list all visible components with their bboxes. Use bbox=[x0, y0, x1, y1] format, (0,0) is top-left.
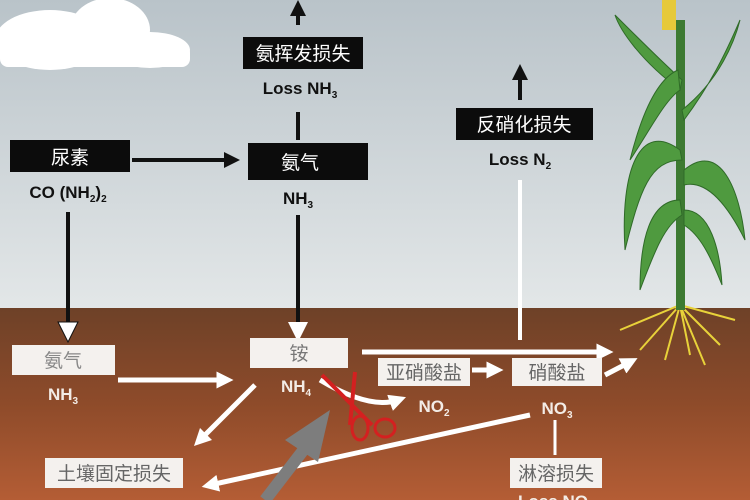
node-label: 氨挥发损失 bbox=[255, 43, 350, 65]
soil-ammonia-node: 氨气 NH3 bbox=[12, 345, 115, 407]
nitrate-node: 硝酸盐 NO3 bbox=[512, 358, 602, 421]
node-formula: CO (NH2)2 bbox=[29, 183, 107, 205]
node-formula: NH4 bbox=[281, 377, 312, 399]
scissors-icon bbox=[320, 371, 397, 442]
node-formula: NH3 bbox=[283, 189, 314, 211]
node-label: 氨气 bbox=[281, 152, 319, 174]
soil-fixation-node: 土壤固定损失 bbox=[45, 458, 183, 488]
denitrification-node: 反硝化损失 Loss N2 bbox=[456, 108, 593, 172]
node-label: 铵 bbox=[289, 343, 308, 365]
node-label: 硝酸盐 bbox=[528, 362, 585, 384]
node-label: 氨气 bbox=[44, 350, 82, 372]
ammonia-gas-node: 氨气 NH3 bbox=[248, 143, 368, 211]
node-formula: Loss N2 bbox=[489, 150, 552, 172]
node-formula: NO2 bbox=[418, 397, 450, 419]
urea-node: 尿素 CO (NH2)2 bbox=[10, 140, 130, 205]
node-label: 反硝化损失 bbox=[476, 114, 571, 136]
node-label: 亚硝酸盐 bbox=[386, 362, 462, 384]
atmosphere-arrows bbox=[66, 0, 528, 340]
node-label: 土壤固定损失 bbox=[57, 463, 171, 485]
corn-plant bbox=[614, 0, 746, 366]
node-formula: Loss NO bbox=[518, 492, 588, 500]
ammonia-volatilization-node: 氨挥发损失 Loss NH3 bbox=[243, 37, 363, 101]
inhibitor-arrow bbox=[260, 410, 330, 500]
ammonium-node: 铵 NH4 bbox=[250, 338, 348, 399]
node-label: 淋溶损失 bbox=[518, 463, 594, 485]
node-formula: Loss NH3 bbox=[263, 79, 338, 101]
cloud bbox=[0, 0, 190, 70]
node-label: 尿素 bbox=[51, 147, 89, 169]
node-formula: NH3 bbox=[48, 385, 79, 407]
node-formula: NO3 bbox=[541, 399, 573, 421]
leaching-node: 淋溶损失 Loss NO bbox=[510, 458, 602, 500]
nitrite-node: 亚硝酸盐 NO2 bbox=[378, 358, 470, 419]
